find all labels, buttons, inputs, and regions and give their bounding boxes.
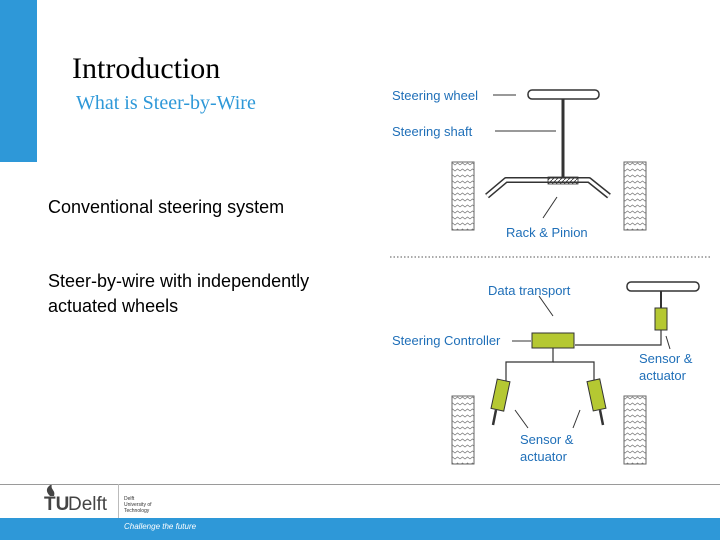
wheel-rear-right xyxy=(623,395,647,465)
tu-delft-flame-icon xyxy=(46,484,55,496)
label-sensor-actuator-bottom: Sensor & actuator xyxy=(520,432,574,464)
tie-rod-right xyxy=(598,409,605,426)
steering-wheel-shape xyxy=(527,89,600,100)
wheel-actuator-right xyxy=(586,378,607,412)
sbw-steering-wheel-shape xyxy=(626,281,700,292)
sensor-bottom-leader-left xyxy=(514,409,529,429)
conventional-system xyxy=(451,89,647,231)
section-conventional: Conventional steering system xyxy=(48,197,285,217)
section-steer-by-wire: Steer-by-wire with independently actuate… xyxy=(48,271,310,316)
logo-delft: Delft xyxy=(68,494,108,515)
rack-pinion-leader xyxy=(542,196,558,219)
footer-separator xyxy=(118,484,119,518)
wire-controller-right xyxy=(553,361,595,382)
label-sensor-actuator-right: Sensor & actuator xyxy=(639,351,693,383)
sensor-bottom-leader-right xyxy=(572,409,581,429)
logo-tu: TU xyxy=(44,494,70,515)
steering-wheel-actuator xyxy=(654,307,668,331)
label-rack-pinion: Rack & Pinion xyxy=(506,225,588,240)
slide-title: Introduction xyxy=(72,52,221,85)
label-steering-wheel: Steering wheel xyxy=(392,88,478,103)
accent-bar xyxy=(0,0,37,162)
wheel-front-left xyxy=(451,161,475,231)
wheel-actuator-left xyxy=(490,378,511,412)
steering-controller-box xyxy=(531,332,575,349)
steering-rack xyxy=(486,178,610,198)
label-data-transport: Data transport xyxy=(488,283,571,298)
wheel-front-right xyxy=(623,161,647,231)
university-name: Delft University of Technology xyxy=(124,496,152,514)
wire-wheel-to-controller xyxy=(575,330,662,346)
footer-tagline: Challenge the future xyxy=(124,522,197,531)
sensor-right-leader xyxy=(665,335,671,350)
wire-controller-left xyxy=(505,348,554,382)
footer-bar xyxy=(0,518,720,540)
slide-subtitle: What is Steer-by-Wire xyxy=(76,92,256,114)
tie-rod-left xyxy=(491,409,498,426)
steer-by-wire-system xyxy=(451,281,700,465)
label-steering-shaft: Steering shaft xyxy=(392,124,473,139)
label-steering-controller: Steering Controller xyxy=(392,333,501,348)
rack-pinion-shape xyxy=(547,176,579,185)
data-transport-leader xyxy=(538,295,554,317)
wheel-rear-left xyxy=(451,395,475,465)
footer-divider xyxy=(0,484,720,485)
